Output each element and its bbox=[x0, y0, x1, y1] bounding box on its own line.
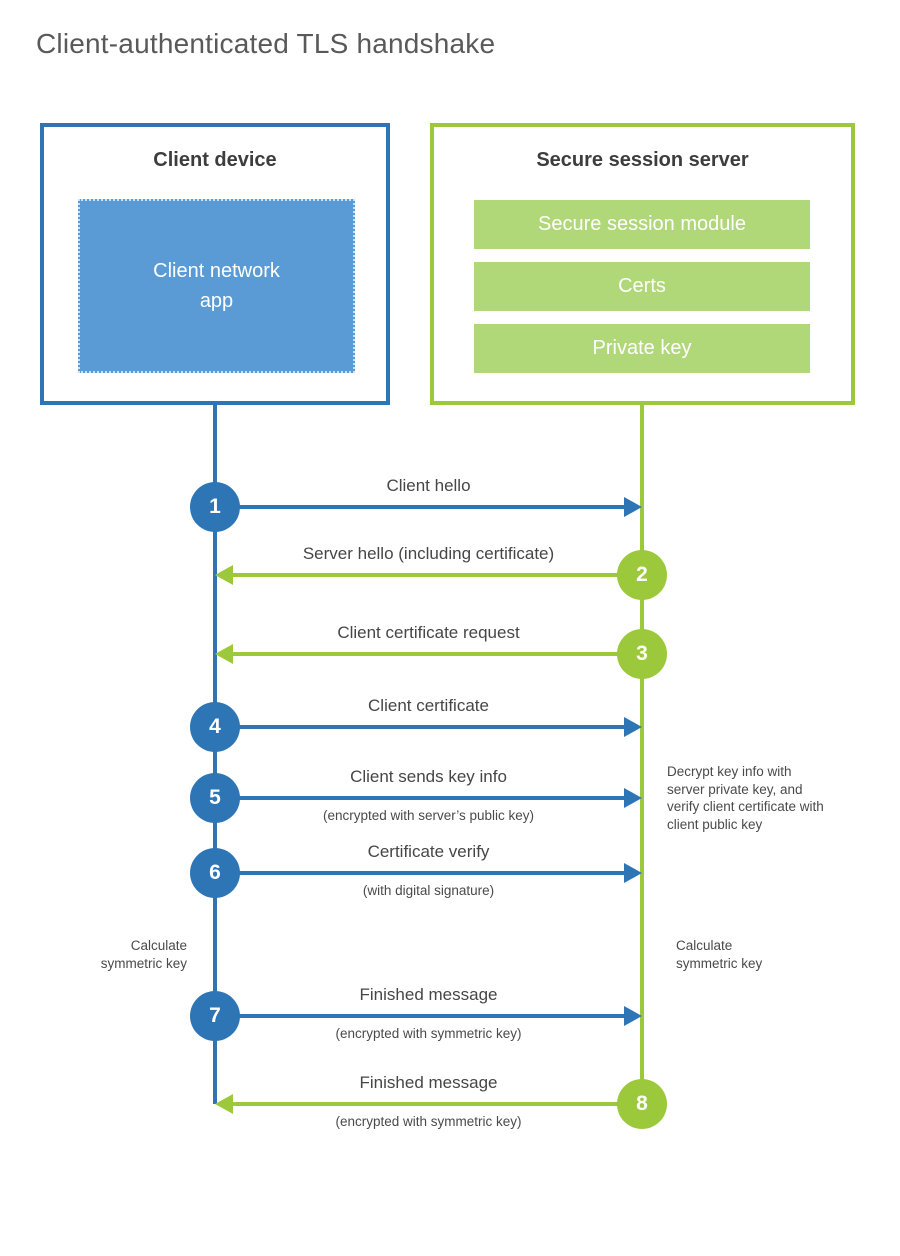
arrowhead-left-icon bbox=[215, 644, 233, 664]
step-number-badge: 7 bbox=[190, 991, 240, 1041]
step-label: Server hello (including certificate) bbox=[302, 544, 555, 563]
arrowhead-right-icon bbox=[624, 717, 642, 737]
arrowhead-right-icon bbox=[624, 863, 642, 883]
decrypt-key-note: Decrypt key info with server private key… bbox=[667, 764, 824, 832]
step-number-badge: 2 bbox=[617, 550, 667, 600]
step-sublabel: (encrypted with server’s public key) bbox=[322, 808, 535, 823]
step-number-badge: 4 bbox=[190, 702, 240, 752]
step-label: Client hello bbox=[386, 476, 471, 495]
client-lifeline bbox=[213, 405, 217, 1104]
server-module-certs: Certs bbox=[474, 262, 810, 311]
arrow-line bbox=[233, 1102, 642, 1106]
step-label: Certificate verify bbox=[367, 842, 490, 861]
step-sublabel: (encrypted with symmetric key) bbox=[335, 1026, 522, 1041]
arrowhead-right-icon bbox=[624, 788, 642, 808]
arrowhead-left-icon bbox=[215, 1094, 233, 1114]
step-number-badge: 6 bbox=[190, 848, 240, 898]
step-sublabel: (encrypted with symmetric key) bbox=[335, 1114, 522, 1129]
server-module-secure-session: Secure session module bbox=[474, 200, 810, 249]
arrowhead-right-icon bbox=[624, 1006, 642, 1026]
client-network-app-label: Client network app bbox=[153, 260, 280, 312]
arrowhead-right-icon bbox=[624, 497, 642, 517]
arrow-line bbox=[215, 725, 627, 729]
step-label: Client certificate request bbox=[337, 623, 520, 642]
client-network-app-box: Client network app bbox=[78, 199, 355, 373]
step-sublabel: (with digital signature) bbox=[362, 883, 495, 898]
arrow-line bbox=[215, 871, 627, 875]
secure-session-server-title: Secure session server bbox=[536, 149, 749, 171]
client-device-title: Client device bbox=[153, 149, 277, 171]
step-number-badge: 5 bbox=[190, 773, 240, 823]
calculate-symmetric-key-note-client: Calculate symmetric key bbox=[100, 938, 187, 971]
step-number-badge: 1 bbox=[190, 482, 240, 532]
arrow-line bbox=[215, 505, 627, 509]
step-number-badge: 8 bbox=[617, 1079, 667, 1129]
step-label: Finished message bbox=[359, 1073, 498, 1092]
step-label: Client certificate bbox=[368, 696, 489, 715]
step-label: Client sends key info bbox=[350, 767, 507, 786]
arrow-line bbox=[233, 573, 642, 577]
arrow-line bbox=[233, 652, 642, 656]
page-title: Client-authenticated TLS handshake bbox=[36, 28, 496, 59]
step-label: Finished message bbox=[359, 985, 498, 1004]
server-module-private-key: Private key bbox=[474, 324, 810, 373]
arrow-line bbox=[215, 796, 627, 800]
arrow-line bbox=[215, 1014, 627, 1018]
calculate-symmetric-key-note-server: Calculate symmetric key bbox=[676, 938, 763, 971]
server-lifeline bbox=[640, 405, 644, 1104]
step-number-badge: 3 bbox=[617, 629, 667, 679]
arrowhead-left-icon bbox=[215, 565, 233, 585]
